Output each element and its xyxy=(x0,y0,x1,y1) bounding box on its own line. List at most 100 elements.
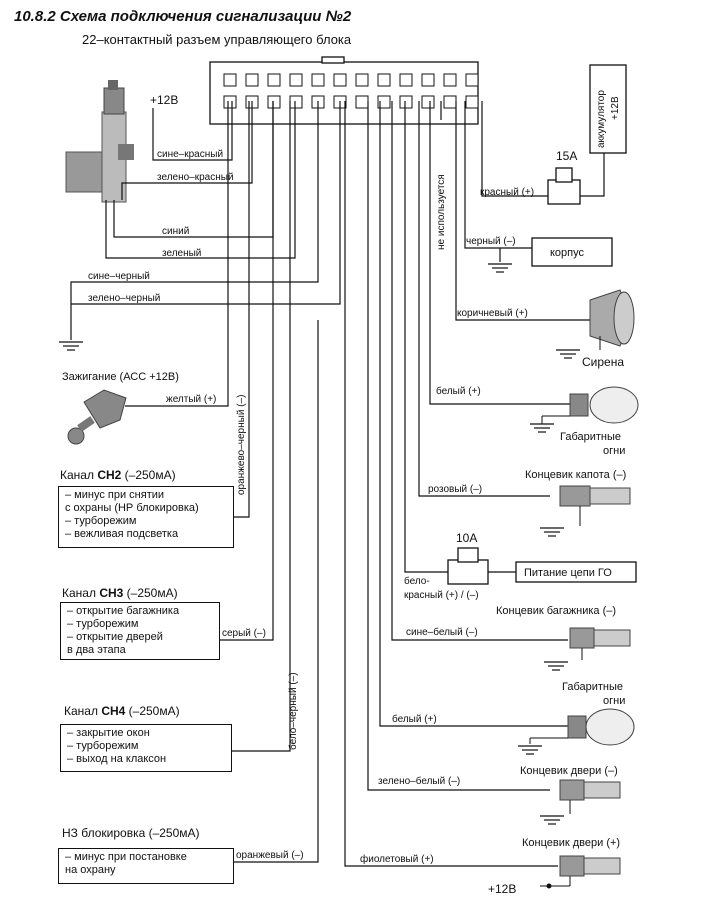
connector-pin xyxy=(245,73,259,87)
connector-pin xyxy=(267,95,281,109)
parking-lights-2-line1: Габаритные xyxy=(562,681,623,693)
channel-item: – минус при снятии xyxy=(65,489,165,501)
ground-icon xyxy=(487,263,513,273)
connector-pin xyxy=(421,73,435,87)
connector-pin xyxy=(355,95,369,109)
wires-left xyxy=(70,101,341,863)
channel-ch4-box: – закрытие окон – турборежим – выход на … xyxy=(60,724,232,772)
plus12-bottom-label: +12В xyxy=(488,882,516,896)
wire-orange-black-label: оранжево–черный (–) xyxy=(236,395,247,495)
wire-white2-label: белый (+) xyxy=(392,713,437,725)
connector-22-pin xyxy=(209,56,479,125)
battery-box xyxy=(589,64,627,154)
wire-blue-label: синий xyxy=(162,226,189,237)
channel-item: – турборежим xyxy=(67,740,139,752)
wires-right xyxy=(344,101,605,867)
wire-black-label: черный (–) xyxy=(466,236,516,247)
wire-brown-label: коричневый (+) xyxy=(457,308,528,319)
ignition-label: Зажигание (АСС +12В) xyxy=(62,371,179,383)
trunk-switch-label: Концевик багажника (–) xyxy=(496,605,616,617)
channel-item: – турборежим xyxy=(67,618,139,630)
wire-blue-black-label: сине–черный xyxy=(88,271,150,282)
channel-item: на охрану xyxy=(65,864,116,876)
nc-block-title: НЗ блокировка (–250мА) xyxy=(62,826,200,840)
channel-item: – открытие багажника xyxy=(67,605,180,617)
connector-pin xyxy=(289,73,303,87)
channel-ch3-box: – открытие багажника – турборежим – откр… xyxy=(60,602,220,660)
door-switch-icon xyxy=(559,779,621,814)
door-switch-icon xyxy=(540,855,621,889)
channel-item: – турборежим xyxy=(65,515,137,527)
wire-white-red-label-2: красный (+) / (–) xyxy=(404,590,479,601)
fuse-15a-icon xyxy=(547,167,581,205)
wire-grey-label: серый (–) xyxy=(222,628,266,639)
hood-switch-label: Концевик капота (–) xyxy=(525,469,626,481)
wire-white-black-label: бело–черный (–) xyxy=(287,672,299,750)
not-used-label: не используется xyxy=(436,174,447,250)
siren-icon xyxy=(589,289,635,350)
connector-pin xyxy=(223,95,237,109)
nc-block-box: – минус при постановке на охрану xyxy=(58,848,234,884)
ground-icon xyxy=(539,527,565,537)
parking-lights-1-line2: огни xyxy=(603,445,625,457)
korpus-label: корпус xyxy=(550,247,585,259)
connector-pin xyxy=(377,95,391,109)
siren-label: Сирена xyxy=(582,355,624,369)
channel-ch3-title: Канал CH3 (–250мА) xyxy=(62,586,178,600)
wire-orange-label: оранжевый (–) xyxy=(236,850,304,861)
channel-item: – закрытие окон xyxy=(67,727,150,739)
wire-green-black-label: зелено–черный xyxy=(88,293,160,304)
connector-pin xyxy=(267,73,281,87)
fuse10-label: 10А xyxy=(456,531,477,545)
connector-pin xyxy=(377,73,391,87)
fuse15-label: 15А xyxy=(556,149,577,163)
connector-pin xyxy=(399,73,413,87)
battery-label-1: аккумулятор xyxy=(596,90,607,148)
plus12-top-label: +12В xyxy=(150,93,178,107)
wire-blue-red-label: сине–красный xyxy=(157,149,223,160)
battery-label-2: +12В xyxy=(610,96,621,120)
bulb-icon xyxy=(567,708,635,746)
channel-item: в два этапа xyxy=(67,644,126,656)
wire-green-label: зеленый xyxy=(162,248,201,259)
connector-pin xyxy=(443,73,457,87)
wire-pink-label: розовый (–) xyxy=(428,484,482,495)
ground-icon xyxy=(58,341,84,351)
wire-white-red-label-1: бело- xyxy=(404,575,430,587)
korpus-box xyxy=(531,237,613,267)
connector-pin xyxy=(399,95,413,109)
connector-pin xyxy=(311,73,325,87)
bulb-icon xyxy=(569,386,639,424)
channel-ch2-title: Канал CH2 (–250мА) xyxy=(60,468,176,482)
door-switch-plus-label: Концевик двери (+) xyxy=(522,837,620,849)
wire-white1-label: белый (+) xyxy=(436,385,481,397)
wire-violet-label: фиолетовый (+) xyxy=(360,853,434,865)
power-go-label: Питание цепи ГО xyxy=(524,567,612,579)
connector-pin xyxy=(289,95,303,109)
parking-lights-2-line2: огни xyxy=(603,695,625,707)
power-go-box xyxy=(515,561,637,583)
ignition-key-icon xyxy=(67,389,127,445)
channel-item: – открытие дверей xyxy=(67,631,163,643)
wire-green-white-label: зелено–белый (–) xyxy=(378,775,460,787)
wire-blue-white-label: сине–белый (–) xyxy=(406,626,478,638)
ground-icon xyxy=(555,349,581,359)
door-switch-minus-label: Концевик двери (–) xyxy=(520,765,618,777)
channel-item: – минус при постановке xyxy=(65,851,187,863)
ground-icon xyxy=(539,815,565,825)
ground-icon xyxy=(517,745,543,755)
channel-item: – вежливая подсветка xyxy=(65,528,179,540)
channel-item: с охраны (НР блокировка) xyxy=(65,502,199,514)
wire-yellow-label: желтый (+) xyxy=(166,394,216,405)
channel-item: – выход на клаксон xyxy=(67,753,167,765)
connector-pin xyxy=(333,73,347,87)
fuse-10a-icon xyxy=(447,547,489,585)
page-subtitle: 22–контактный разъем управляющего блока xyxy=(82,32,352,47)
connector-pin xyxy=(465,95,479,109)
connector-pin xyxy=(465,73,479,87)
channel-ch4-title: Канал CH4 (–250мА) xyxy=(64,704,180,718)
connector-pin xyxy=(355,73,369,87)
door-lock-actuator xyxy=(65,80,134,203)
channel-ch2-box: – минус при снятии с охраны (НР блокиров… xyxy=(58,486,234,548)
